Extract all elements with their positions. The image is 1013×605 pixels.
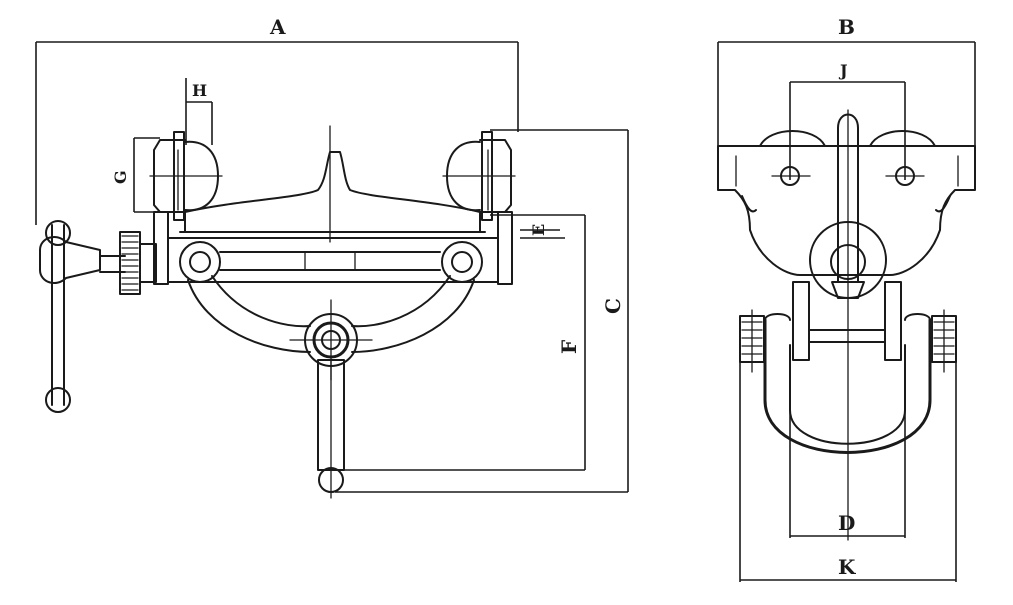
label-k: K: [838, 555, 856, 579]
dimension-b: B: [717, 15, 976, 190]
label-g: G: [111, 170, 130, 184]
dimension-f: F: [335, 214, 586, 471]
side-body: [717, 130, 976, 276]
dimension-e: E: [520, 224, 565, 239]
side-centre-pin: [809, 109, 887, 541]
side-view: B J: [717, 15, 976, 582]
dimension-a: A: [35, 15, 519, 225]
label-a: A: [269, 15, 286, 39]
adjusting-handle[interactable]: [39, 220, 157, 413]
hanging-bar: [317, 359, 345, 499]
label-c: C: [601, 298, 625, 314]
dimension-d: D: [789, 410, 906, 538]
label-b: B: [838, 15, 855, 39]
label-j: J: [838, 61, 848, 80]
u-shackle: [763, 313, 932, 454]
side-axles: [771, 166, 925, 186]
front-view: A H G C F: [35, 15, 629, 499]
label-e: E: [529, 224, 548, 236]
dimension-k: K: [739, 362, 957, 582]
label-h: H: [192, 81, 207, 100]
pivot-bosses: [179, 241, 483, 283]
i-beam-flange: [179, 125, 486, 243]
side-hanger-plates: [792, 281, 902, 361]
label-f: F: [557, 340, 581, 354]
suspension-arms: [187, 275, 475, 353]
dimension-c: C: [335, 129, 629, 493]
dimension-g: G: [111, 137, 160, 213]
label-d: D: [838, 511, 855, 535]
side-plates: [153, 211, 513, 285]
dimension-h: H: [185, 78, 213, 145]
